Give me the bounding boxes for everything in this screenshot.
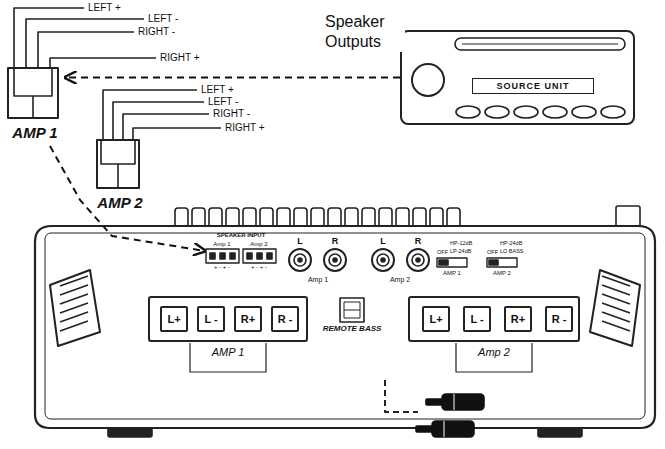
amp2-harness [97, 90, 221, 188]
wire-label: LEFT + [201, 84, 234, 96]
switch-label: HP-24dB [500, 240, 522, 247]
node-text: L - [470, 313, 483, 326]
switch-label: OFF [487, 249, 498, 256]
switch-label: HP-12dB [450, 240, 472, 247]
wire-label: RIGHT - [138, 26, 175, 38]
leader-line [385, 380, 418, 412]
wire-label: RIGHT + [160, 52, 200, 64]
node-text: L+ [167, 313, 180, 326]
crossover-switches [437, 258, 517, 267]
pin-label: + - + - [251, 264, 267, 271]
node-text: R - [278, 313, 293, 326]
jack-label: L [380, 236, 386, 247]
node-text: Amp 2 [410, 346, 578, 359]
vent [50, 270, 100, 346]
node-text: AMP 1 [5, 124, 65, 141]
wire-label: RIGHT - [213, 108, 250, 120]
speaker-input-header [206, 249, 276, 263]
speaker-terminal: L+ [160, 306, 188, 332]
node-text: AMP 2 [90, 194, 150, 211]
pin-label: + - + - [214, 264, 230, 271]
node-text: REMOTE BASS [323, 324, 382, 333]
speaker-terminal: L+ [422, 306, 450, 332]
node-text: SOURCE UNIT [472, 78, 594, 94]
source-unit-drawing [412, 38, 625, 118]
slot [602, 285, 630, 295]
faceplate [45, 233, 645, 419]
node-text: R+ [511, 313, 525, 326]
speaker-terminal: R+ [504, 306, 532, 332]
harness-plug: AMP 2 [90, 138, 150, 216]
node-text: AMP 1 [150, 346, 306, 359]
terminal-block: Amp 2L+L -R+R - [408, 296, 580, 342]
jack-label: R [332, 236, 339, 247]
wire-label: RIGHT + [225, 122, 265, 134]
channel-label: AMP 1 [443, 270, 461, 277]
channel-label: Amp 2 [390, 276, 410, 284]
slot [60, 276, 88, 286]
wire-label: LEFT - [148, 13, 178, 25]
vent-slots [60, 276, 630, 331]
vent [590, 270, 640, 346]
slot [60, 303, 88, 313]
remote-bass-jack: REMOTE BASS [319, 296, 386, 336]
slot [602, 321, 630, 331]
rca-plugs [416, 394, 484, 437]
slot [602, 276, 630, 286]
node-text: R - [552, 313, 567, 326]
speaker-terminal: R - [545, 306, 573, 332]
signal-connector [50, 146, 205, 251]
slot [60, 294, 88, 304]
channel-label: Amp 1 [308, 276, 328, 284]
node-text: SPEAKER INPUT [205, 232, 277, 239]
node-text: L+ [429, 313, 442, 326]
remote-bass-jack [340, 298, 364, 322]
switch-label: OFF [437, 249, 448, 256]
speaker-terminal: L - [463, 306, 491, 332]
channel-label: Amp 2 [250, 241, 267, 248]
speaker-input-connector: SPEAKER INPUT [205, 232, 277, 270]
edge-label: Speaker Outputs [325, 12, 405, 52]
wire-label: LEFT - [208, 96, 238, 108]
slot [60, 312, 88, 322]
wire-label: LEFT + [88, 2, 121, 14]
speaker-terminal: R+ [234, 306, 262, 332]
speaker-terminal: R - [271, 306, 299, 332]
slot [60, 285, 88, 295]
channel-label: Amp 1 [213, 241, 230, 248]
source-unit: SOURCE UNIT [400, 30, 635, 125]
harness-plug: AMP 1 [5, 66, 65, 146]
speaker-terminal: L - [197, 306, 225, 332]
channel-label: AMP 2 [493, 270, 511, 277]
slot [602, 303, 630, 313]
jack-label: R [415, 236, 422, 247]
switch-label: LO BASS [500, 248, 524, 255]
slot [602, 312, 630, 322]
jack-label: L [297, 236, 303, 247]
switch-label: LP-24dB [450, 248, 471, 255]
amplifier-housing [35, 226, 655, 428]
node-text: L - [204, 313, 217, 326]
signal-connector [65, 77, 400, 79]
slot [60, 321, 88, 331]
node-text: R+ [241, 313, 255, 326]
logo-block [616, 206, 640, 228]
foot [538, 428, 582, 437]
slot [602, 294, 630, 304]
foot [108, 428, 152, 437]
terminal-block: AMP 1L+L -R+R - [148, 296, 308, 342]
rca-jacks [289, 249, 429, 271]
